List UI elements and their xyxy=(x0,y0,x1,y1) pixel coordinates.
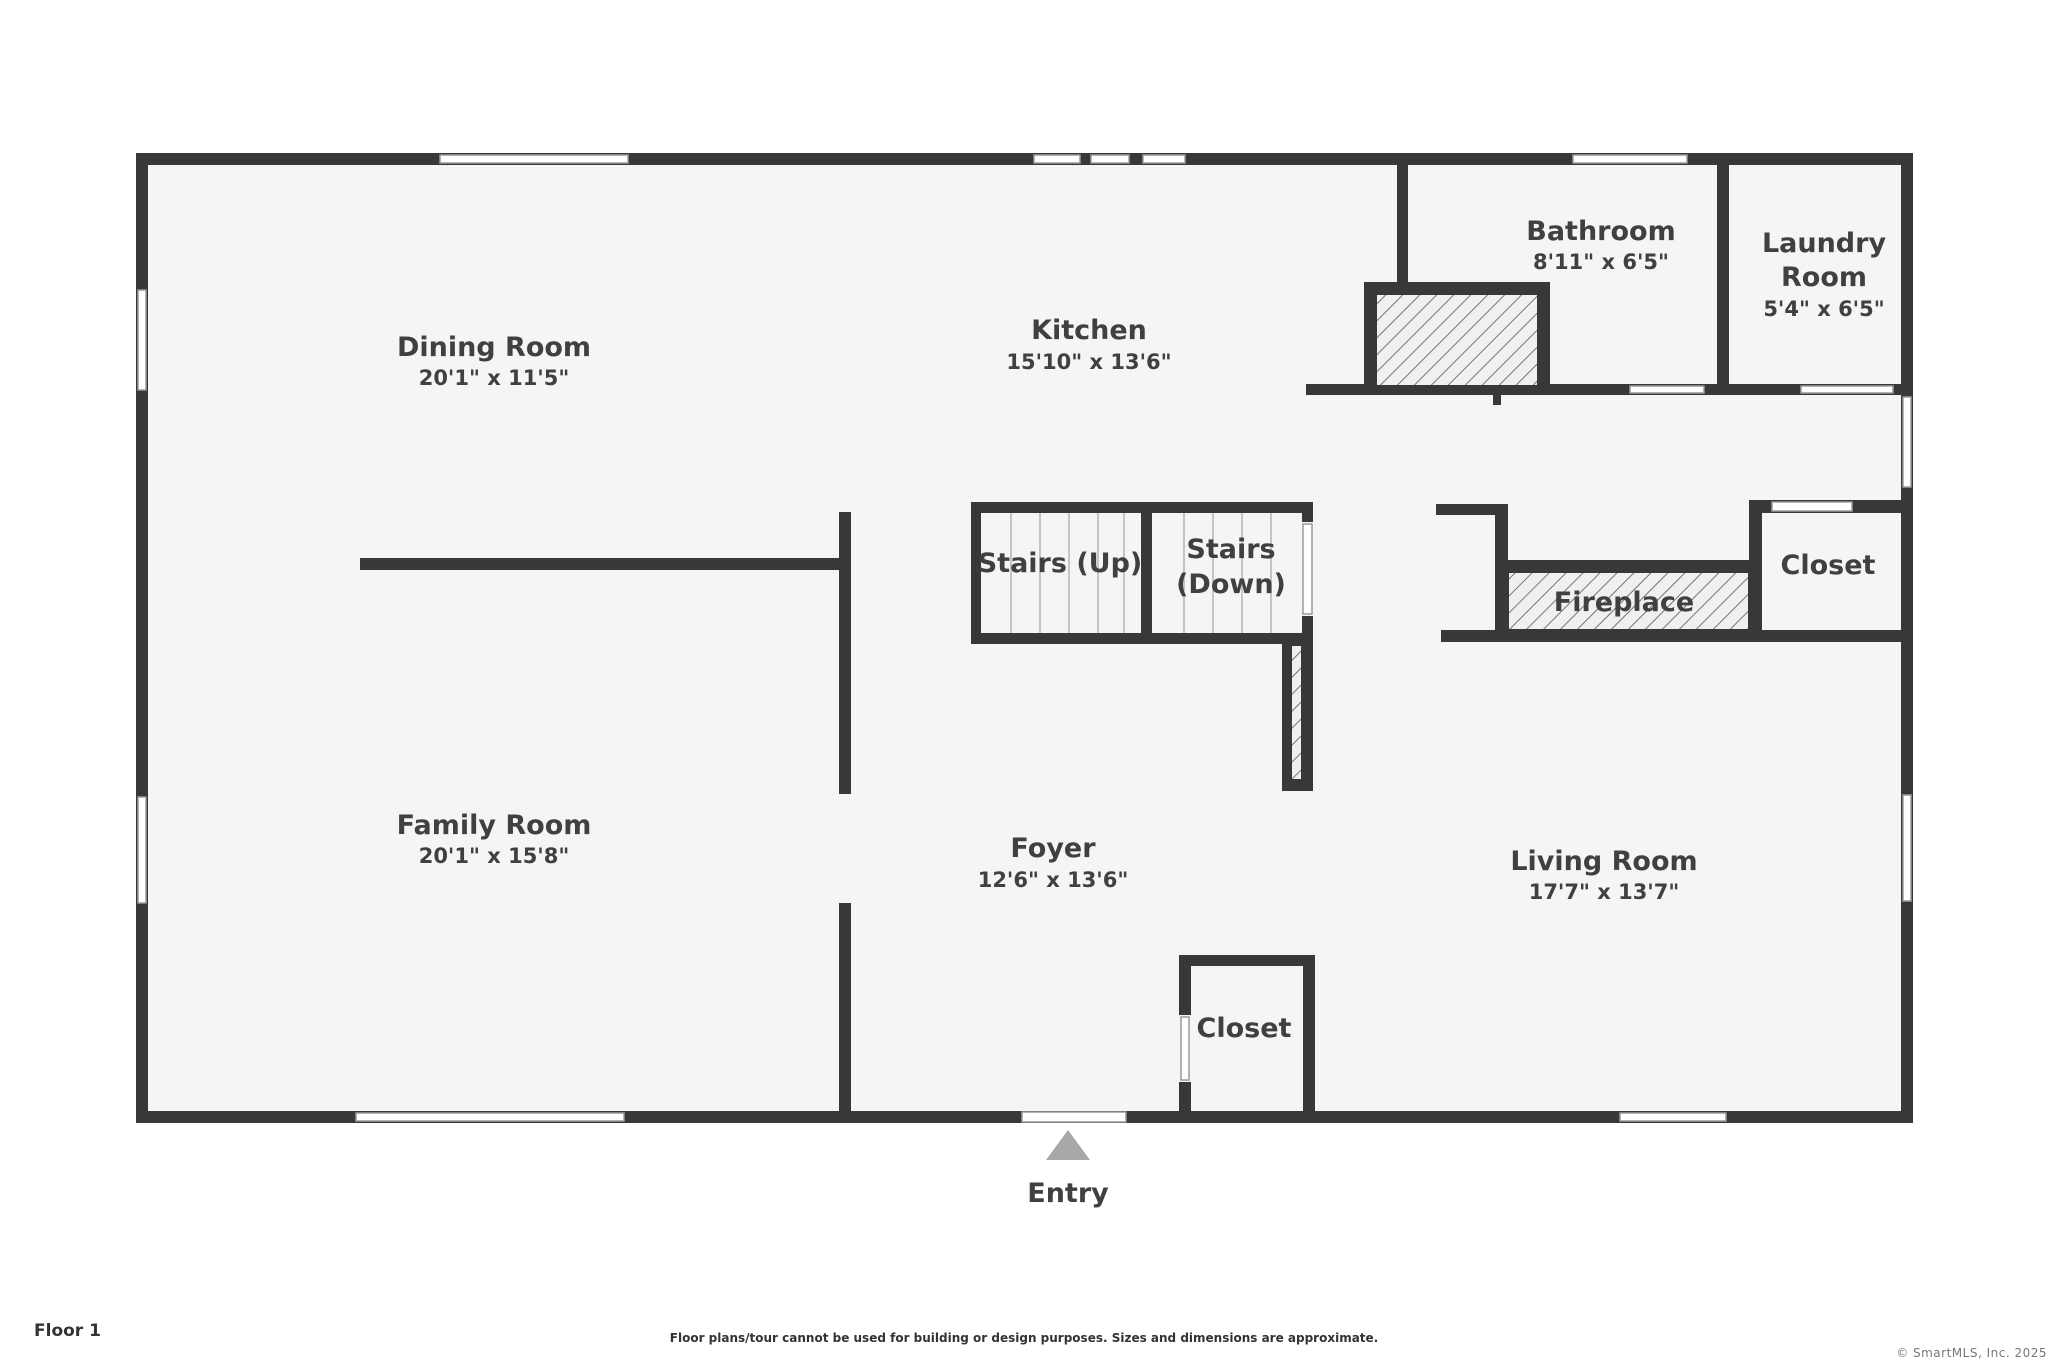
room-dimensions: 12'6" x 13'6" xyxy=(978,868,1129,892)
room-dining: Dining Room 20'1" x 11'5" xyxy=(397,332,591,390)
room-bathroom: Bathroom 8'11" x 6'5" xyxy=(1526,216,1675,274)
room-name: Bathroom xyxy=(1526,216,1675,247)
room-dimensions: 8'11" x 6'5" xyxy=(1533,250,1669,274)
room-stairs-up: Stairs (Up) xyxy=(978,548,1143,579)
entry-arrow-icon xyxy=(1046,1130,1090,1160)
room-name: Living Room xyxy=(1510,846,1697,877)
room-name: Closet xyxy=(1781,550,1876,581)
room-name-line2: Room xyxy=(1781,262,1867,293)
stair-treads-up xyxy=(1010,513,1125,633)
interior-walls xyxy=(360,159,1907,1112)
room-name: Fireplace xyxy=(1554,587,1694,618)
room-name: Closet xyxy=(1197,1013,1292,1044)
copyright-text: © SmartMLS, Inc. 2025 xyxy=(1896,1346,2047,1360)
room-name: Foyer xyxy=(1010,833,1096,864)
room-dimensions: 5'4" x 6'5" xyxy=(1763,297,1884,321)
room-dimensions: 15'10" x 13'6" xyxy=(1006,350,1171,374)
wall-niche xyxy=(1290,644,1303,781)
room-foyer: Foyer 12'6" x 13'6" xyxy=(978,833,1129,892)
fireplace-hearth xyxy=(1507,571,1750,631)
stair-treads-down xyxy=(1183,513,1272,633)
room-stairs-down: Stairs (Down) xyxy=(1176,534,1286,600)
room-name-line1: Laundry xyxy=(1762,228,1887,259)
room-name: Dining Room xyxy=(397,332,591,363)
room-kitchen: Kitchen 15'10" x 13'6" xyxy=(1006,315,1171,374)
room-name-line1: Stairs xyxy=(1186,534,1275,565)
bath-fixture xyxy=(1375,293,1539,387)
entry-door xyxy=(1021,1111,1127,1123)
room-name: Kitchen xyxy=(1031,315,1147,346)
room-dimensions: 17'7" x 13'7" xyxy=(1529,880,1680,904)
room-dimensions: 20'1" x 15'8" xyxy=(419,844,570,868)
room-laundry: Laundry Room 5'4" x 6'5" xyxy=(1762,228,1887,321)
room-living: Living Room 17'7" x 13'7" xyxy=(1510,846,1697,904)
room-name-line2: (Down) xyxy=(1176,569,1286,600)
room-fireplace: Fireplace xyxy=(1554,587,1694,618)
room-name: Stairs (Up) xyxy=(978,548,1143,579)
floor-label: Floor 1 xyxy=(34,1321,101,1341)
disclaimer-text: Floor plans/tour cannot be used for buil… xyxy=(669,1331,1379,1345)
room-closet-right: Closet xyxy=(1781,550,1876,581)
room-name: Family Room xyxy=(397,810,592,841)
windows xyxy=(137,154,1912,1122)
room-closet-foyer: Closet xyxy=(1197,1013,1292,1044)
room-dimensions: 20'1" x 11'5" xyxy=(419,366,570,390)
room-family: Family Room 20'1" x 15'8" xyxy=(397,810,592,868)
entry-label: Entry xyxy=(1027,1178,1109,1209)
